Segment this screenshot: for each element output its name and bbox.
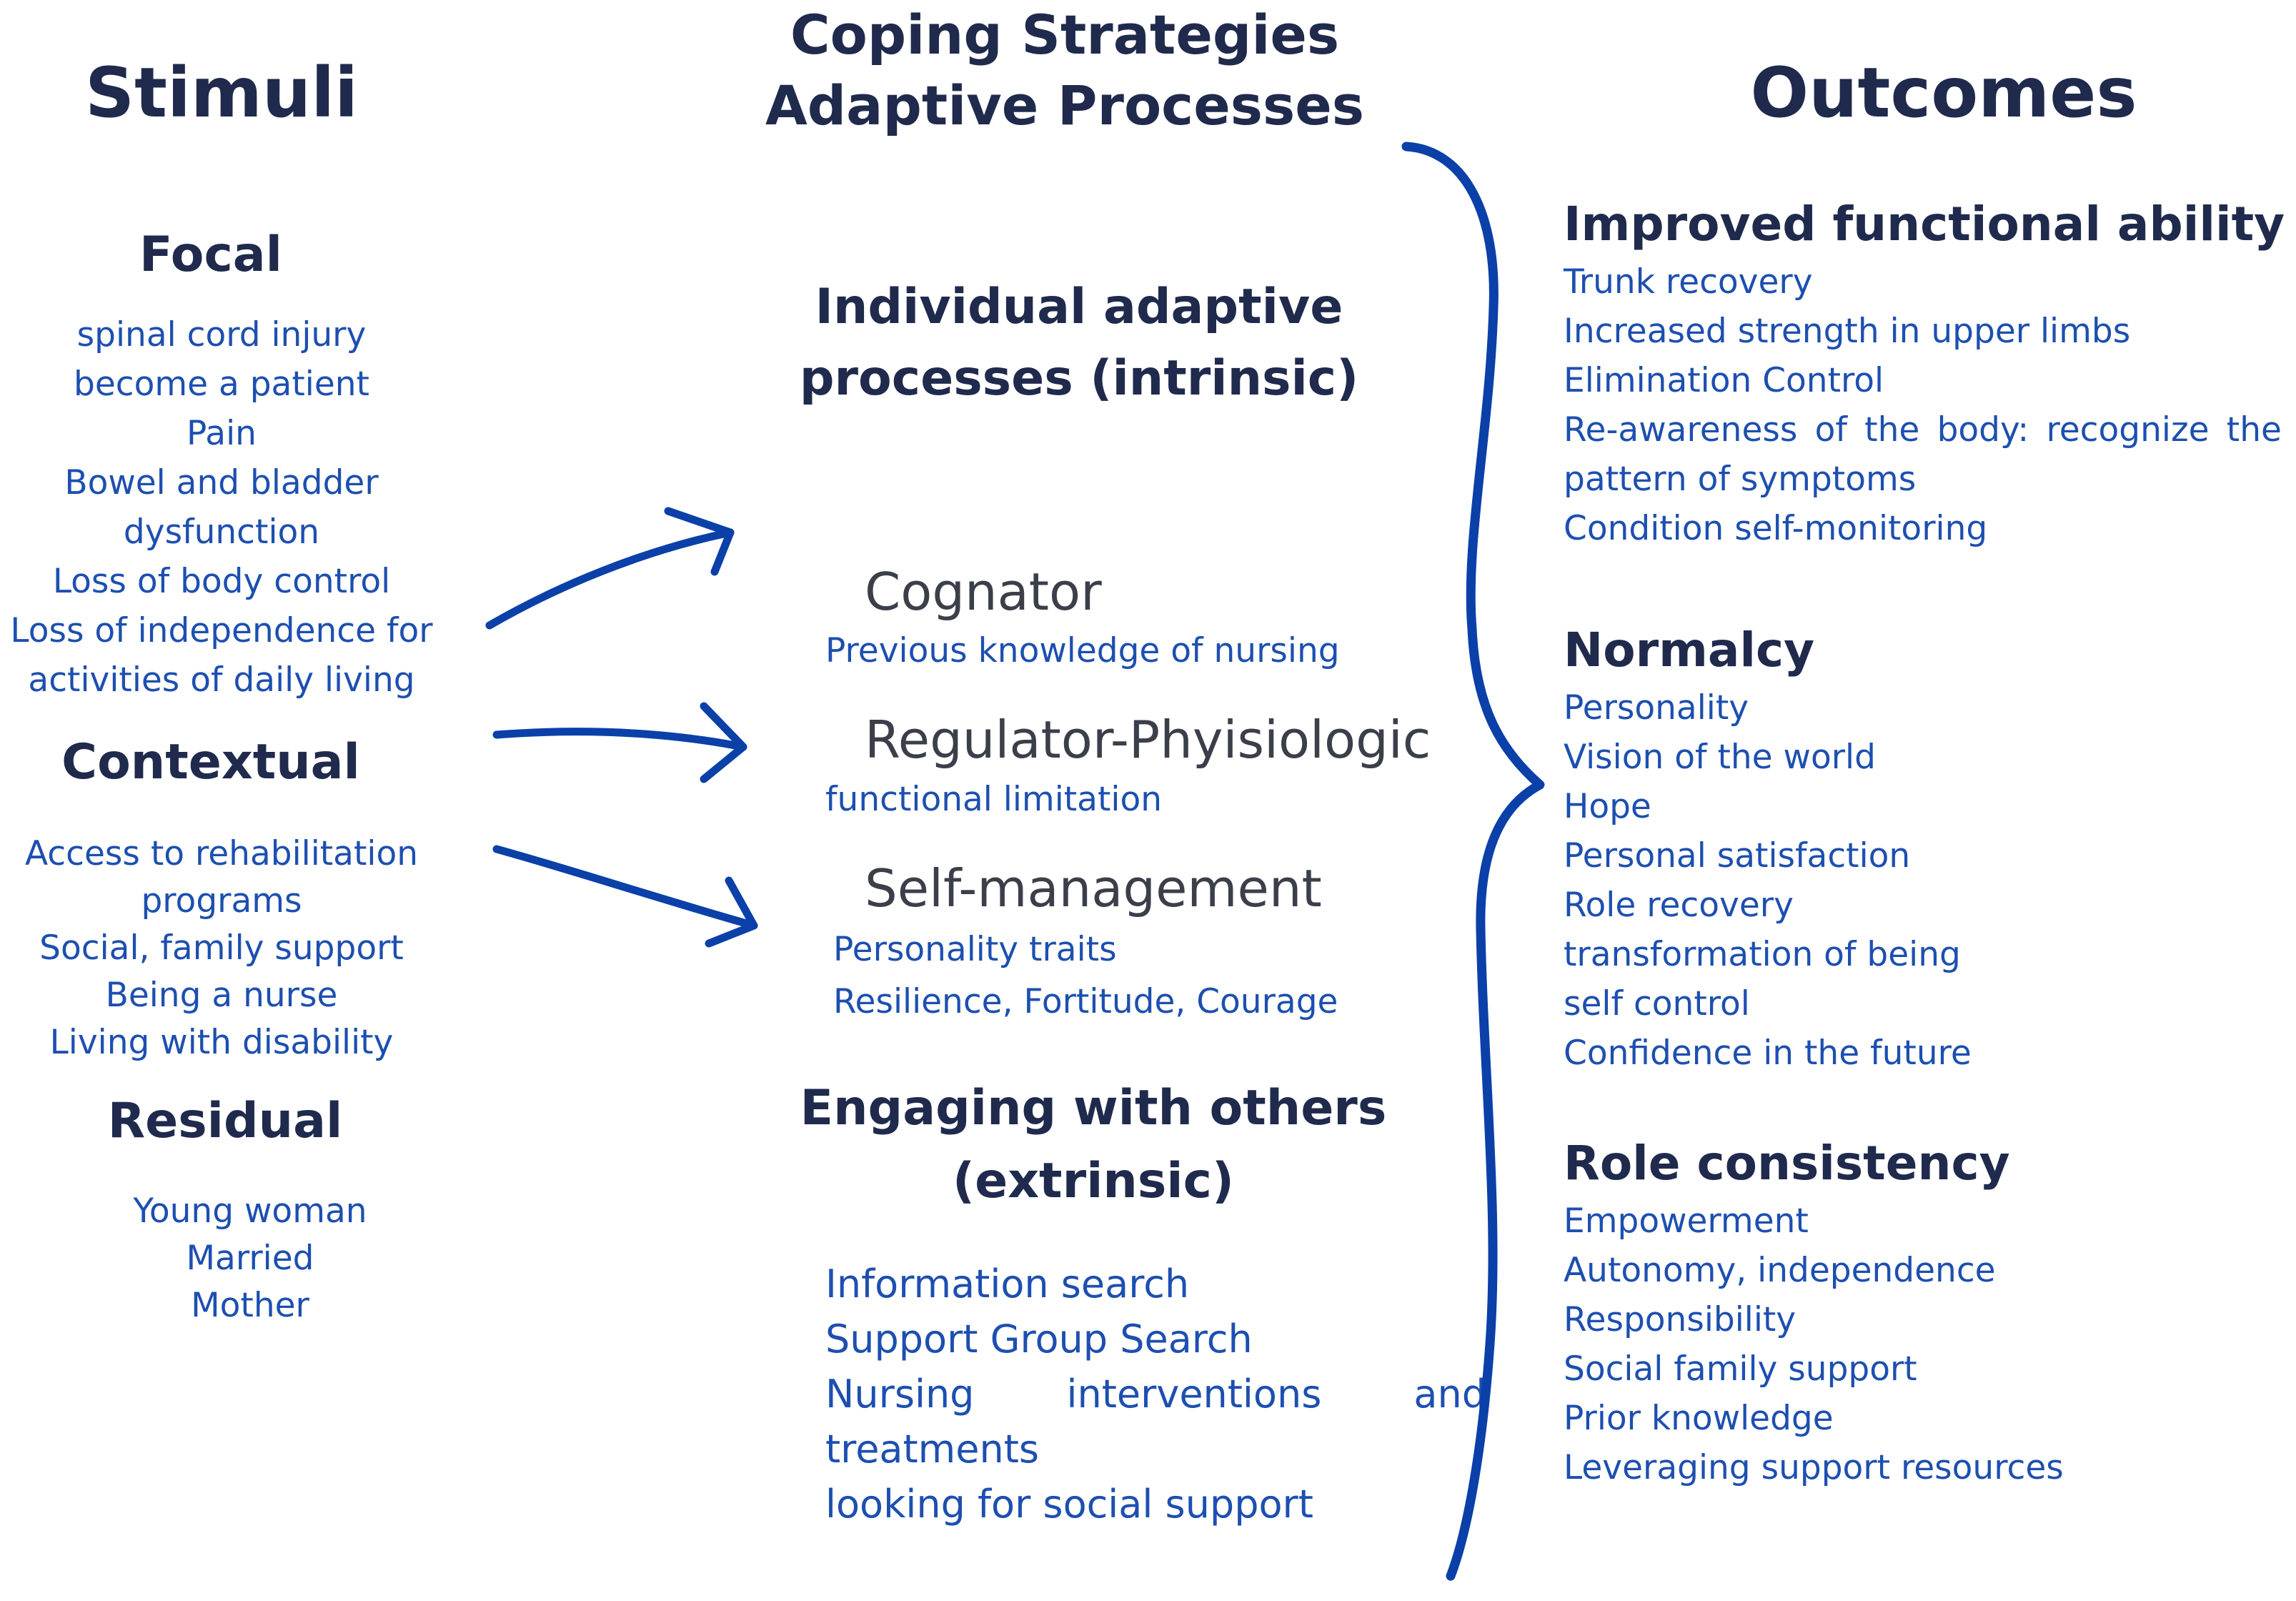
contextual-item: Social, family support	[39, 928, 404, 968]
residual-title: Residual	[107, 1093, 343, 1149]
role-item: Empowerment	[1564, 1201, 1809, 1241]
functional-word: of	[1814, 410, 1847, 450]
extrinsic-item: Nursing interventions and	[825, 1367, 1486, 1422]
functional-title: Improved functional ability	[1564, 197, 2285, 252]
functional-item: Re-awareness of the body: recognize the	[1564, 405, 2282, 455]
residual-item: Mother	[191, 1286, 309, 1325]
arrow-to-regulator	[492, 728, 747, 751]
role-item: Responsibility	[1564, 1300, 1796, 1339]
contextual-list: Access to rehabilitation programs Social…	[0, 831, 443, 1066]
arrow-to-cognator	[485, 528, 735, 630]
role-item: Autonomy, independence	[1564, 1251, 1996, 1290]
self-management-item: Personality traits	[833, 930, 1117, 969]
arrowhead-cognator	[664, 507, 735, 576]
focal-title: Focal	[139, 227, 282, 283]
functional-word: body:	[1937, 410, 2029, 450]
extrinsic-title-line1: Engaging with others	[800, 1080, 1387, 1136]
coping-header: Coping Strategies Adaptive Processes	[672, 0, 1458, 142]
functional-item: pattern of symptoms	[1564, 460, 1917, 499]
extrinsic-item: Support Group Search	[825, 1317, 1253, 1362]
arrow-to-self-management	[492, 845, 758, 930]
focal-item: Loss of body control	[52, 562, 391, 601]
extrinsic-list: Information search Support Group Search …	[825, 1256, 1486, 1532]
coping-header-line1: Coping Strategies	[790, 3, 1340, 66]
role-item: Leveraging support resources	[1564, 1448, 2064, 1487]
functional-item: Increased strength in upper limbs	[1564, 312, 2131, 351]
focal-item: Bowel and bladder	[64, 463, 379, 502]
focal-item: Pain	[187, 414, 257, 453]
intrinsic-title-line1: Individual adaptive	[815, 279, 1343, 335]
extrinsic-word: Nursing	[825, 1372, 975, 1417]
normalcy-item: Confidence in the future	[1564, 1034, 1972, 1073]
contextual-title: Contextual	[61, 734, 360, 790]
normalcy-item: Personal satisfaction	[1564, 836, 1911, 876]
intrinsic-title-line2: processes (intrinsic)	[799, 350, 1359, 407]
functional-list: Trunk recovery Increased strength in upp…	[1564, 257, 2282, 553]
extrinsic-title: Engaging with others (extrinsic)	[779, 1072, 1408, 1218]
role-item: Prior knowledge	[1564, 1399, 1834, 1438]
stimuli-header: Stimuli	[84, 53, 359, 133]
focal-item: become a patient	[74, 365, 369, 404]
intrinsic-title: Individual adaptive processes (intrinsic…	[779, 272, 1379, 415]
contextual-item: programs	[141, 881, 302, 921]
normalcy-item: Hope	[1564, 787, 1651, 826]
extrinsic-word: and	[1413, 1372, 1486, 1417]
functional-item: Trunk recovery	[1564, 262, 1813, 302]
normalcy-list: Personality Vision of the world Hope Per…	[1564, 683, 1972, 1078]
extrinsic-item: looking for social support	[825, 1482, 1313, 1527]
self-management-title: Self-management	[865, 858, 1322, 918]
outcomes-header: Outcomes	[1750, 53, 2137, 133]
focal-item: activities of daily living	[28, 660, 415, 700]
cognator-item: Previous knowledge of nursing	[825, 631, 1340, 670]
regulator-item: functional limitation	[825, 780, 1163, 819]
normalcy-item: self control	[1564, 984, 1750, 1023]
extrinsic-item: Information search	[825, 1262, 1190, 1307]
normalcy-item: Role recovery	[1564, 886, 1794, 925]
residual-item: Young woman	[133, 1191, 367, 1231]
extrinsic-word: interventions	[1066, 1372, 1322, 1417]
role-item: Social family support	[1564, 1349, 1917, 1389]
normalcy-item: Personality	[1564, 688, 1749, 728]
cognator-title: Cognator	[865, 562, 1102, 622]
functional-item: Condition self-monitoring	[1564, 509, 1988, 548]
coping-header-line2: Adaptive Processes	[765, 73, 1365, 137]
curly-brace	[1401, 142, 1545, 1581]
contextual-item: Being a nurse	[105, 976, 338, 1015]
focal-item: Loss of independence for	[10, 611, 433, 650]
functional-word: the	[1864, 410, 1920, 450]
functional-word: the	[2226, 410, 2282, 450]
self-management-list: Personality traits Resilience, Fortitude…	[833, 923, 1338, 1028]
normalcy-item: Vision of the world	[1564, 738, 1876, 777]
functional-item: Elimination Control	[1564, 361, 1884, 400]
residual-item: Married	[186, 1239, 314, 1278]
functional-word: Re-awareness	[1564, 410, 1798, 450]
focal-list: spinal cord injury become a patient Pain…	[0, 310, 443, 705]
residual-list: Young woman Married Mother	[93, 1188, 407, 1329]
focal-item: spinal cord injury	[76, 315, 367, 355]
arrowhead-regulator	[700, 702, 747, 783]
extrinsic-title-line2: (extrinsic)	[953, 1153, 1234, 1209]
contextual-item: Living with disability	[49, 1023, 394, 1062]
normalcy-title: Normalcy	[1564, 623, 1815, 678]
functional-word: recognize	[2046, 410, 2210, 450]
extrinsic-item: treatments	[825, 1427, 1040, 1472]
self-management-item: Resilience, Fortitude, Courage	[833, 982, 1338, 1021]
arrowhead-self-management	[705, 876, 758, 948]
contextual-item: Access to rehabilitation	[24, 834, 419, 873]
role-list: Empowerment Autonomy, independence Respo…	[1564, 1196, 2064, 1492]
focal-item: dysfunction	[123, 512, 320, 552]
regulator-title: Regulator-Phyisiologic	[865, 710, 1431, 770]
normalcy-item: transformation of being	[1564, 935, 1961, 974]
role-title: Role consistency	[1564, 1136, 2010, 1191]
